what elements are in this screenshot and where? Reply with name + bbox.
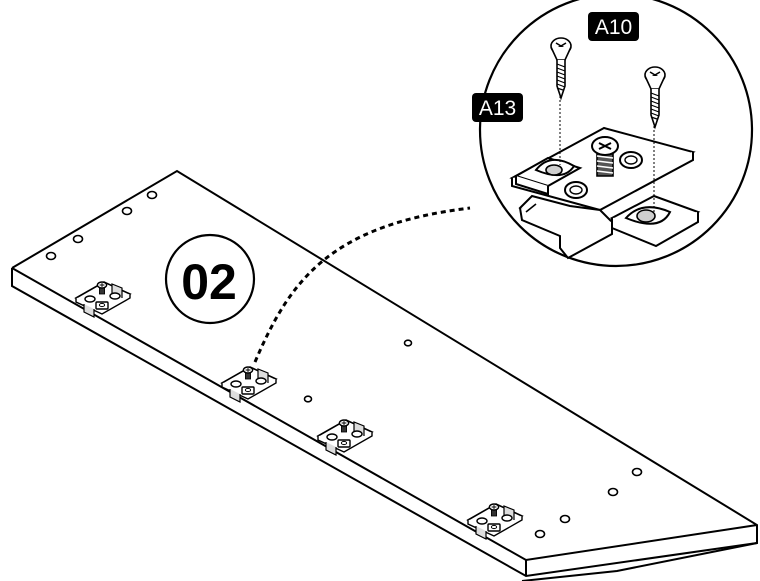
board-panel	[11, 169, 758, 581]
hinge-mounting-plate-icon	[467, 503, 523, 540]
part-label-a10-text: A10	[595, 16, 632, 39]
part-label-a13: A13	[472, 93, 523, 122]
hinge-plate-detail	[509, 126, 701, 260]
hinge-mounting-plate-icon	[221, 366, 277, 403]
hinge-mounting-plate-icon	[317, 419, 373, 456]
hinge-mounting-plate-icon	[75, 281, 131, 318]
part-label-a10: A10	[588, 12, 639, 41]
part-label-a13-text: A13	[479, 97, 516, 120]
screw-guide-lines	[559, 92, 655, 214]
step-number: 02	[181, 254, 237, 310]
board-holes	[45, 190, 643, 539]
detail-callout: A10 A13	[472, 0, 754, 268]
step-number-badge: 02	[164, 233, 256, 325]
